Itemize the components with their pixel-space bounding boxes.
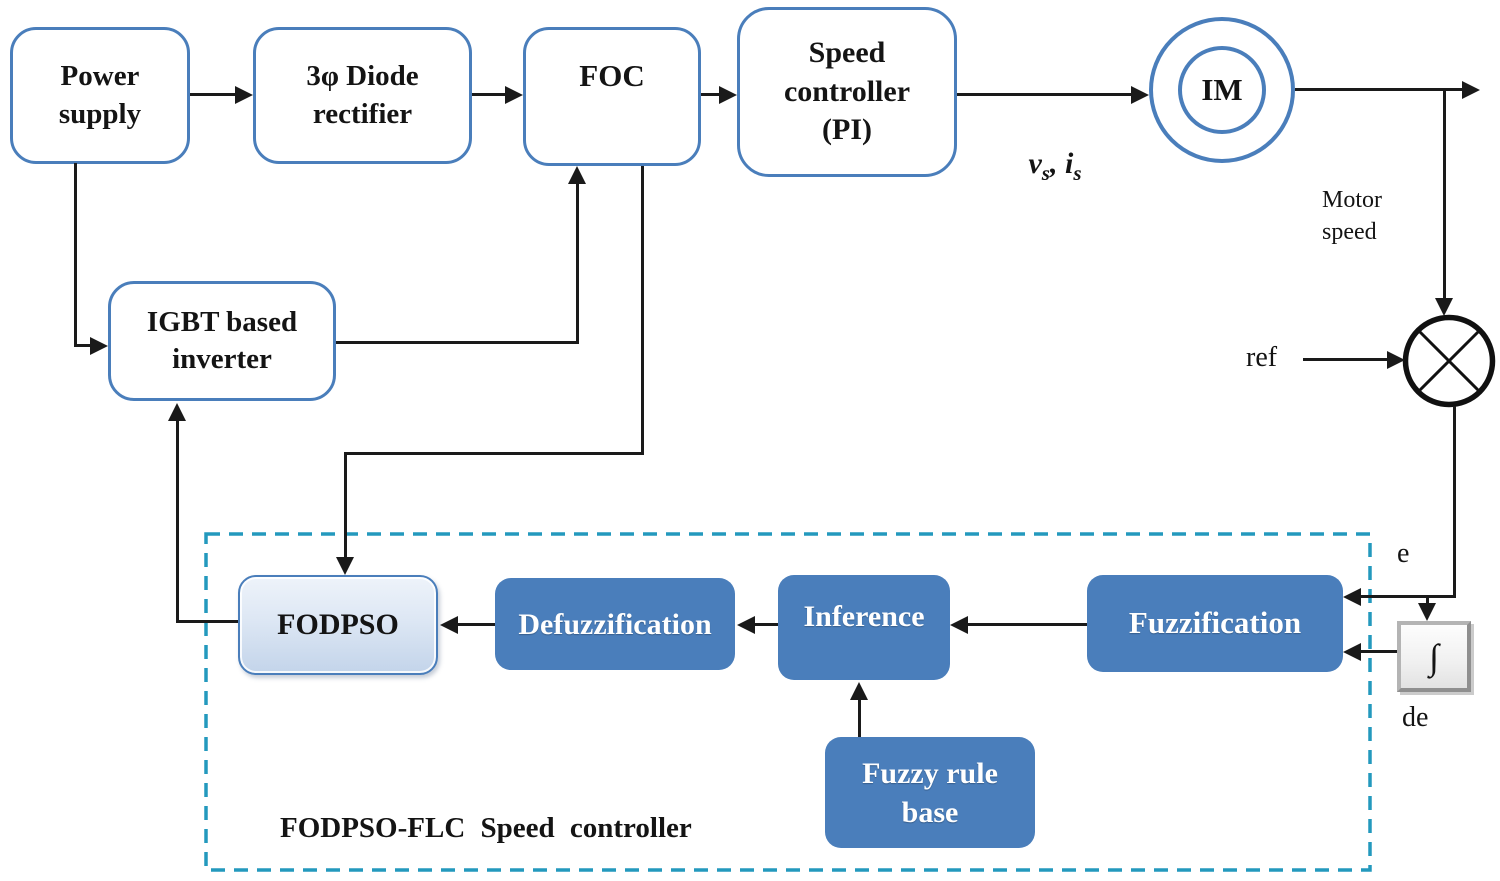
connector-fodpso-up bbox=[176, 421, 179, 623]
connector-im-output bbox=[1295, 88, 1462, 91]
arrowhead-e-to-integrator bbox=[1418, 603, 1436, 621]
connector-rulebase-to-inference bbox=[858, 700, 861, 737]
arrowhead-speedctrl-to-im bbox=[1131, 86, 1149, 104]
fuzzy-rule-base-label: Fuzzy rule base bbox=[862, 756, 998, 829]
arrowhead-fodpso-to-igbt bbox=[168, 403, 186, 421]
flc-dashed-container bbox=[204, 532, 1372, 872]
diode-rectifier-label: 3φ Diode rectifier bbox=[306, 60, 419, 130]
connector-foc-to-fodpso bbox=[344, 452, 347, 557]
defuzzification-block: Defuzzification bbox=[495, 578, 735, 670]
connector-foc-down bbox=[641, 166, 644, 455]
arrowhead-rectifier-to-foc bbox=[505, 86, 523, 104]
connector-power-to-igbt bbox=[74, 344, 90, 347]
arrowhead-power-to-rectifier bbox=[235, 86, 253, 104]
summing-junction bbox=[1402, 314, 1496, 408]
connector-motor-speed-feedback bbox=[1443, 89, 1446, 300]
arrowhead-rulebase-to-inference bbox=[850, 682, 868, 700]
connector-sum-down bbox=[1453, 406, 1456, 598]
arrowhead-integrator-to-fuzzification bbox=[1343, 643, 1361, 661]
connector-ref bbox=[1303, 358, 1387, 361]
igbt-inverter-block: IGBT based inverter bbox=[108, 281, 336, 401]
induction-motor-inner-circle: IM bbox=[1178, 46, 1266, 134]
ref-label: ref bbox=[1246, 342, 1278, 373]
connector-power-drop bbox=[74, 163, 77, 347]
connector-speedctrl-to-im bbox=[957, 93, 1131, 96]
connector-igbt-out bbox=[336, 341, 579, 344]
igbt-inverter-label: IGBT based inverter bbox=[146, 305, 298, 375]
connector-foc-left bbox=[344, 452, 644, 455]
motor-speed-label: Motor speed bbox=[1322, 187, 1382, 246]
inference-block: Inference bbox=[778, 575, 950, 680]
foc-block: FOC bbox=[523, 27, 701, 166]
error-label: e bbox=[1397, 538, 1410, 569]
connector-rectifier-to-foc bbox=[472, 93, 505, 96]
connector-e-to-fuzzification bbox=[1361, 595, 1456, 598]
fodpso-label: FODPSO bbox=[277, 608, 399, 641]
connector-defuzzification-to-fodpso bbox=[458, 623, 495, 626]
connector-foc-to-speedctrl bbox=[701, 93, 719, 96]
connector-integrator-to-fuzzification bbox=[1361, 650, 1397, 653]
arrowhead-inference-to-defuzzification bbox=[737, 616, 755, 634]
arrowhead-defuzzification-to-fodpso bbox=[440, 616, 458, 634]
arrowhead-feedback-to-sum bbox=[1435, 298, 1453, 316]
fuzzification-label: Fuzzification bbox=[1128, 605, 1302, 641]
arrowhead-igbt-to-foc bbox=[568, 166, 586, 184]
arrowhead-e-to-fuzzification bbox=[1343, 588, 1361, 606]
arrowhead-power-to-igbt bbox=[90, 337, 108, 355]
fuzzy-rule-base-block: Fuzzy rule base bbox=[825, 737, 1035, 848]
connector-fuzzification-to-inference bbox=[968, 623, 1087, 626]
defuzzification-label: Defuzzification bbox=[518, 607, 712, 641]
arrowhead-fuzzification-to-inference bbox=[950, 616, 968, 634]
speed-controller-label: Speed controller (PI) bbox=[783, 36, 911, 147]
error-derivative-label: de bbox=[1402, 702, 1429, 733]
connector-e-to-integrator bbox=[1426, 595, 1429, 605]
induction-motor: IM bbox=[1149, 17, 1295, 163]
power-supply-label: Power supply bbox=[58, 60, 142, 130]
power-supply-block: Power supply bbox=[10, 27, 190, 164]
connector-igbt-up bbox=[576, 184, 579, 344]
connector-power-to-rectifier bbox=[190, 93, 235, 96]
connector-fodpso-out bbox=[176, 620, 238, 623]
inference-label: Inference bbox=[803, 600, 925, 633]
flc-container-caption: FODPSO-FLC Speed controller bbox=[280, 812, 692, 844]
fuzzification-block: Fuzzification bbox=[1087, 575, 1343, 672]
foc-label: FOC bbox=[579, 58, 645, 93]
signal-vs-is-label: vs, is bbox=[1028, 147, 1082, 185]
arrowhead-foc-to-speedctrl bbox=[719, 86, 737, 104]
speed-controller-block: Speed controller (PI) bbox=[737, 7, 957, 177]
integrator-symbol: ∫ bbox=[1429, 636, 1439, 677]
arrowhead-foc-to-fodpso bbox=[336, 557, 354, 575]
integrator-block: ∫ bbox=[1397, 621, 1471, 692]
diode-rectifier-block: 3φ Diode rectifier bbox=[253, 27, 472, 164]
arrowhead-ref-to-sum bbox=[1387, 351, 1405, 369]
fodpso-block: FODPSO bbox=[238, 575, 438, 675]
connector-inference-to-defuzzification bbox=[755, 623, 778, 626]
arrowhead-im-output bbox=[1462, 81, 1480, 99]
induction-motor-label: IM bbox=[1201, 72, 1243, 107]
